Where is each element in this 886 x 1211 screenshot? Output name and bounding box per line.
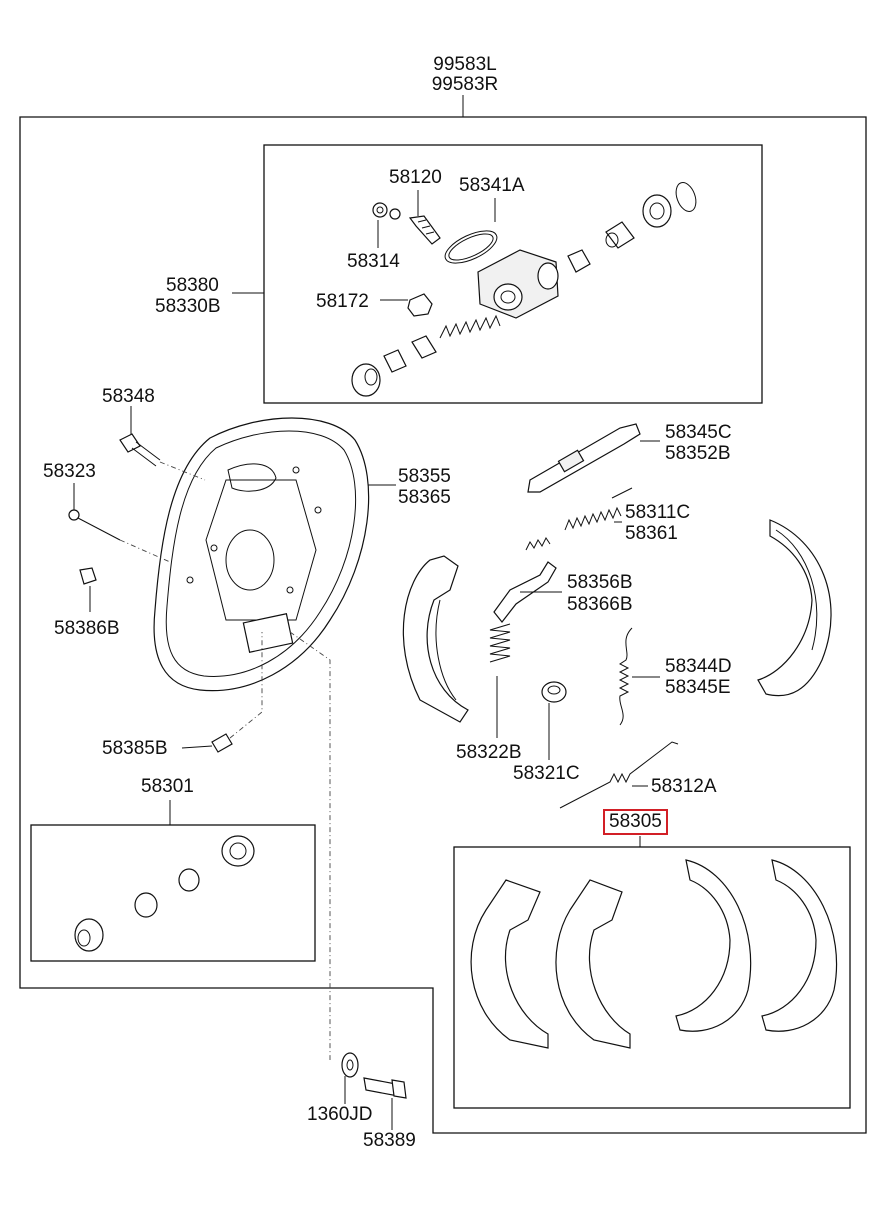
part-label-58322B: 58322B [456, 742, 522, 763]
part-label-58345E: 58345E [665, 677, 731, 698]
part-label-58365: 58365 [398, 487, 451, 508]
part-label-58348: 58348 [102, 386, 155, 407]
part-label-58385B: 58385B [102, 738, 168, 759]
backing-plate-drawing [153, 417, 396, 692]
cylinder-piston-left-drawing [351, 363, 381, 397]
bolt-58389-drawing [363, 1077, 407, 1130]
washer-1360JD-drawing [341, 1052, 359, 1104]
spring-58311C-drawing [525, 487, 633, 551]
part-label-58301: 58301 [141, 776, 194, 797]
part-label-58345C: 58345C [665, 422, 732, 443]
piston-drawing [605, 221, 635, 249]
part-label-58311C: 58311C [625, 502, 691, 523]
spring-58322B-drawing [489, 623, 511, 738]
part-label-58344D: 58344D [665, 656, 732, 677]
part-label-58314: 58314 [347, 251, 400, 272]
shoe-set-box [453, 846, 851, 1109]
assembly-label-left: 99583L [433, 54, 497, 75]
main-frame [19, 116, 867, 1134]
part-label-58330B: 58330B [155, 296, 221, 317]
part-label-58356B: 58356B [567, 572, 633, 593]
boot-drawing [642, 194, 672, 228]
part-label-58355: 58355 [398, 466, 451, 487]
cylinder-spring-drawing [439, 314, 501, 339]
repair-kit-box [30, 824, 316, 962]
part-label-58341A: 58341A [459, 175, 525, 196]
part-label-58323: 58323 [43, 461, 96, 482]
part-label-58380: 58380 [166, 275, 219, 296]
cup-58321C-drawing [541, 681, 567, 760]
part-label-58366B: 58366B [567, 594, 633, 615]
shoe-set-shoes-drawing [470, 859, 838, 1049]
part-label-58172: 58172 [316, 291, 369, 312]
pin-58323-drawing [68, 483, 171, 563]
part-label-58321C: 58321C [513, 763, 580, 784]
part-label-1360JD: 1360JD [307, 1104, 373, 1125]
plug-58385B-drawing [181, 632, 263, 753]
brake-shoe-right-drawing [757, 519, 832, 697]
clip-58386B-drawing [79, 567, 97, 612]
adjuster-58345C-drawing [527, 423, 660, 493]
brake-shoe-left-drawing [402, 555, 469, 723]
bleeder-cap-58314-drawing [372, 202, 401, 248]
spring-58344D-drawing [618, 627, 660, 726]
part-label-58389: 58389 [363, 1130, 416, 1151]
part-label-58386B: 58386B [54, 618, 120, 639]
part-label-58352B: 58352B [665, 443, 731, 464]
cylinder-body-drawing [477, 249, 559, 319]
kit-parts-drawing [74, 835, 255, 952]
spring-58312A-drawing [559, 741, 679, 809]
o-ring-58341A-drawing [444, 198, 498, 264]
cylinder-cup-left-drawing [383, 335, 437, 373]
part-label-58312A: 58312A [651, 776, 717, 797]
nut-58172-drawing [380, 293, 433, 317]
part-label-58361: 58361 [625, 523, 678, 544]
bleeder-screw-58120-drawing [408, 190, 441, 245]
piston-cup-drawing [567, 249, 591, 273]
part-label-58120: 58120 [389, 167, 442, 188]
cap-ring-drawing [675, 182, 697, 212]
fastener-centerline [289, 631, 331, 1060]
lever-58356B-drawing [493, 561, 562, 623]
assembly-label-right: 99583R [431, 74, 499, 95]
wheel-cylinder-box [263, 144, 763, 404]
part-label-58305-highlighted[interactable]: 58305 [603, 809, 668, 835]
bolt-58348-drawing [119, 406, 206, 481]
